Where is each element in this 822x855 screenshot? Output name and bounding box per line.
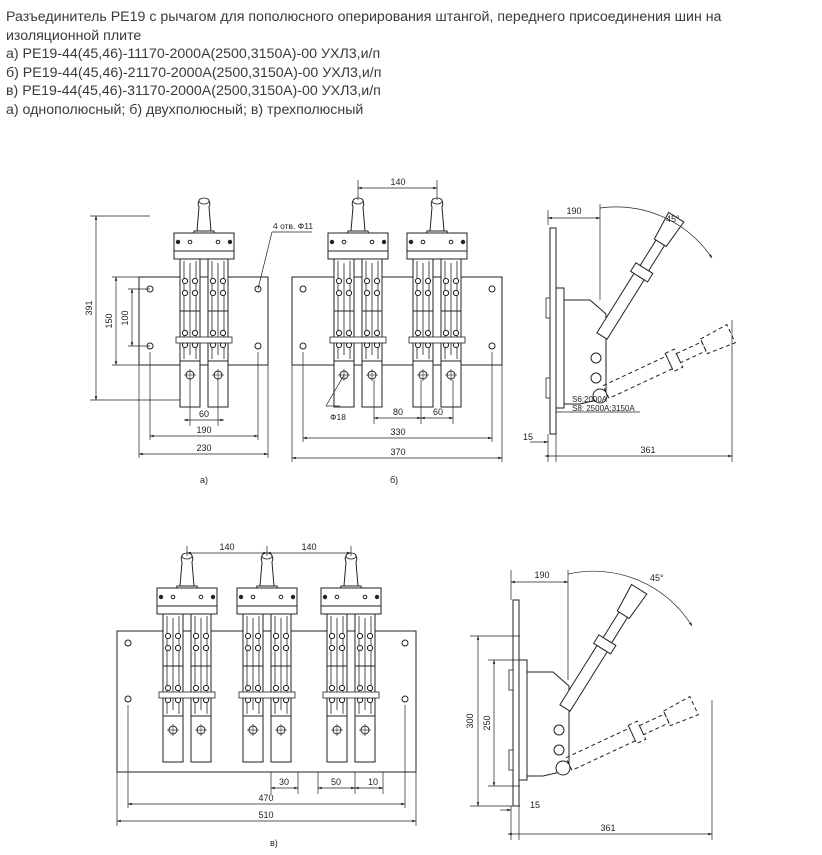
- dim-470: 470: [258, 793, 273, 803]
- figure-label-a: а): [200, 475, 208, 485]
- header: Разъединитель РЕ19 с рычагом для пополюс…: [0, 0, 806, 120]
- figure-label-c: в): [270, 838, 278, 848]
- side-view-bottom: 190 45° 300 250 15 361: [465, 570, 713, 840]
- dim-190: 190: [196, 425, 211, 435]
- dim-361: 361: [640, 445, 655, 455]
- dim-230: 230: [196, 443, 211, 453]
- dim-30: 30: [279, 777, 289, 787]
- dim-60: 60: [433, 407, 443, 417]
- dim-370: 370: [390, 447, 405, 457]
- figure-label-b: б): [390, 475, 398, 485]
- dim-50: 50: [331, 777, 341, 787]
- header-line: изоляционной плите: [6, 27, 142, 44]
- dim-100: 100: [120, 310, 130, 325]
- dim-15: 15: [530, 800, 540, 810]
- figure-c: 140 140 30 50 10 470 510 в): [116, 542, 417, 848]
- dim-80: 80: [393, 407, 403, 417]
- dim-150: 150: [104, 313, 114, 328]
- header-line: б) РЕ19-44(45,46)-21170-2000А(2500,3150А…: [6, 64, 382, 81]
- header-line: Разъединитель РЕ19 с рычагом для пополюс…: [6, 9, 722, 25]
- dim-140-right: 140: [301, 542, 316, 552]
- dim-510: 510: [258, 810, 273, 820]
- figure-a: 391 150 100 60 190 230 4 отв. Ф11 а): [84, 197, 313, 485]
- dim-60: 60: [199, 409, 209, 419]
- dim-10: 10: [368, 777, 378, 787]
- note-s6: S6:2000A: [572, 395, 608, 404]
- dim-140-left: 140: [219, 542, 234, 552]
- holes-note: 4 отв. Ф11: [273, 221, 313, 231]
- note-s8: S8: 2500A;3150A: [572, 404, 635, 413]
- dim-140: 140: [390, 177, 405, 187]
- side-view-top: 190 45° S6:2000A S8: 2500A;3150A 15 361: [523, 204, 736, 462]
- dim-15: 15: [523, 432, 533, 442]
- dim-330: 330: [390, 427, 405, 437]
- angle-45: 45°: [650, 573, 664, 583]
- angle-45: 45°: [666, 214, 680, 224]
- hole-diameter: Ф18: [330, 412, 346, 422]
- header-line: а) однополюсный; б) двухполюсный; в) тре…: [6, 101, 364, 118]
- dim-190: 190: [566, 206, 581, 216]
- dim-190: 190: [534, 570, 549, 580]
- dim-361: 361: [600, 823, 615, 833]
- dim-250: 250: [482, 715, 492, 730]
- dim-391: 391: [84, 300, 94, 315]
- header-line: а) РЕ19-44(45,46)-11170-2000А(2500,3150А…: [6, 46, 381, 63]
- header-line: в) РЕ19-44(45,46)-31170-2000А(2500,3150А…: [6, 83, 381, 100]
- dim-300: 300: [465, 713, 475, 728]
- figure-b: 140 80 60 330 370 Ф18 б): [291, 177, 503, 485]
